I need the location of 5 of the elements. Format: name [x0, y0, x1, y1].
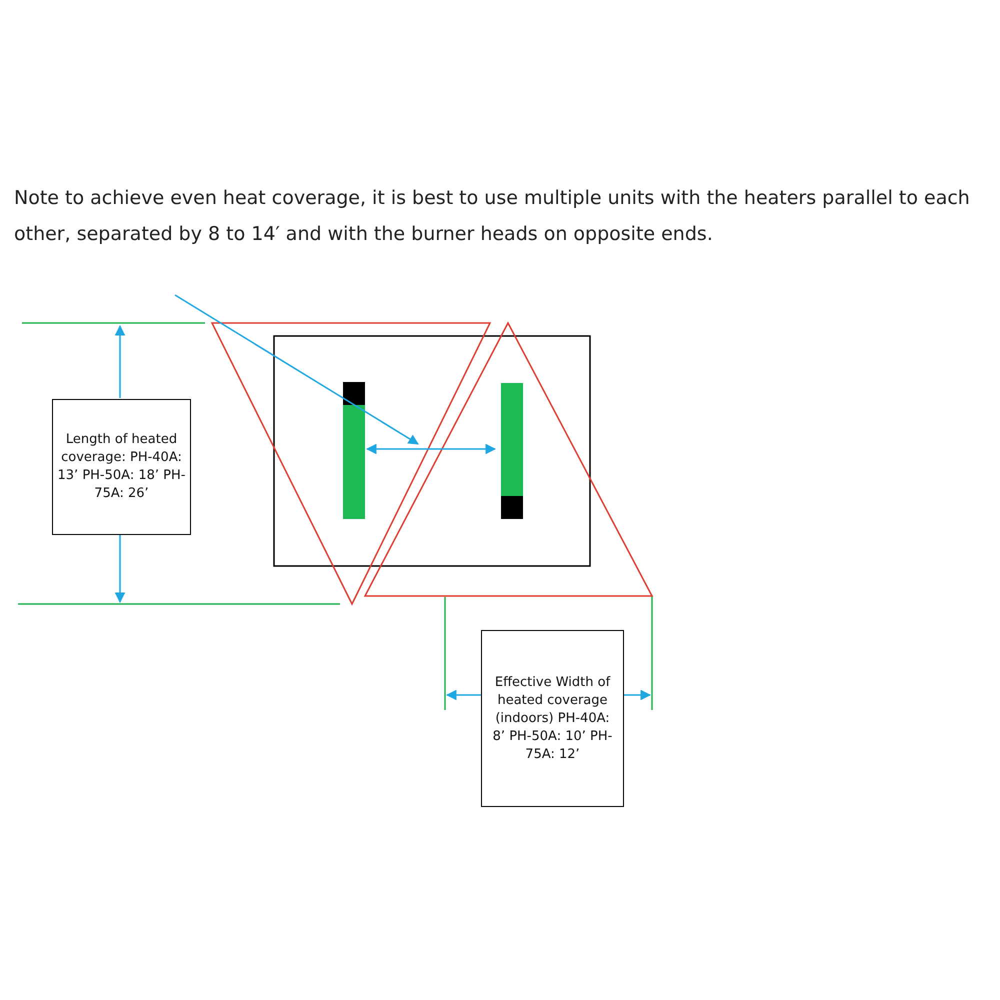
- text-box: [52, 399, 191, 535]
- text-box: [481, 630, 624, 807]
- box-text: Length of heated coverage: PH-40A: 13’ PH-50A: 18’ PH-75A: 26’: [57, 431, 186, 503]
- box-text: Effective Width of heated coverage (indoors) PH-40A: 8’ PH-50A: 10’ PH-75A: 12’: [492, 674, 613, 764]
- note-text: Note to achieve even heat coverage, it is best to use multiple units with the heaters parallel to each other, separated by 8 to 14′ and with the burner heads on opposite ends.: [14, 186, 971, 247]
